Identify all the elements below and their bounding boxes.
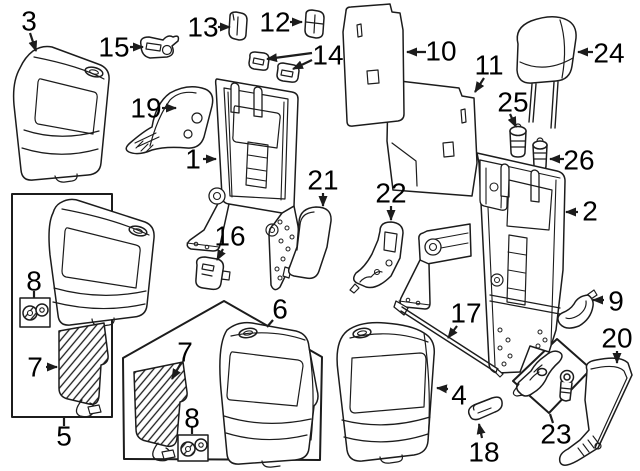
- release-cable-bracket: [139, 35, 180, 59]
- callout-trim-cap-left[interactable]: 13: [187, 12, 231, 43]
- callout-leader: [447, 325, 458, 339]
- callout-support-rod[interactable]: 17: [447, 298, 482, 339]
- heater-pad-right: [133, 361, 188, 462]
- callout-leader: [28, 32, 38, 52]
- group-box-23: [512, 338, 592, 414]
- callout-label-1[interactable]: 1: [185, 144, 201, 175]
- callout-hinge-cover-right[interactable]: 20: [601, 323, 633, 364]
- trim-cap-right: [304, 9, 325, 39]
- callout-label-6[interactable]: 6: [272, 294, 288, 325]
- hinge-cover-right: [558, 357, 633, 466]
- callout-headrest[interactable]: 24: [577, 38, 625, 69]
- retaining-hook: [557, 289, 598, 329]
- callout-label-26[interactable]: 26: [563, 145, 594, 176]
- seat-back-pad-lower-right: [336, 321, 436, 464]
- latch-handle: [467, 396, 503, 421]
- callout-seat-back-pad-lower-right[interactable]: 4: [436, 380, 467, 411]
- group-23-outline: [512, 338, 592, 414]
- callout-label-17[interactable]: 17: [450, 298, 481, 329]
- heater-pad-left: [58, 322, 109, 418]
- callout-label-3[interactable]: 3: [21, 6, 37, 37]
- callout-label-8[interactable]: 8: [184, 403, 200, 434]
- callout-release-cable-bracket[interactable]: 15: [98, 32, 144, 63]
- callout-label-5[interactable]: 5: [56, 421, 72, 452]
- grommet-set-right: [177, 434, 209, 462]
- callout-label-10[interactable]: 10: [425, 36, 456, 67]
- callout-headrest-guide-lock[interactable]: 26: [549, 145, 595, 176]
- callout-trim-cap-pair[interactable]: 14: [266, 40, 344, 71]
- callout-leader: [548, 413, 555, 424]
- callout-label-22[interactable]: 22: [375, 178, 406, 209]
- callout-hinge-cover-left[interactable]: 21: [307, 165, 339, 207]
- callout-leader: [266, 319, 274, 328]
- seat-back-pad-upper-left: [12, 45, 110, 183]
- callout-label-14[interactable]: 14: [312, 40, 343, 71]
- pivot-bracket-right: [349, 221, 404, 294]
- callout-mount-bracket-kit-group[interactable]: 23: [540, 413, 572, 450]
- callout-heater-pad-left[interactable]: 7: [27, 352, 58, 383]
- callout-label-20[interactable]: 20: [601, 323, 632, 354]
- callout-pivot-bracket-right[interactable]: 22: [375, 178, 407, 221]
- callout-headrest-guide[interactable]: 25: [497, 87, 529, 128]
- hinge-cover-left: [282, 206, 332, 280]
- callout-seat-back-frame-right[interactable]: 2: [565, 196, 598, 227]
- callout-label-24[interactable]: 24: [593, 38, 624, 69]
- callout-back-panel-left[interactable]: 10: [406, 36, 457, 67]
- callout-seat-back-pad-upper-left[interactable]: 3: [21, 6, 38, 52]
- pivot-bracket-left: [125, 86, 214, 155]
- callout-back-panel-right[interactable]: 11: [474, 50, 504, 93]
- seat-back-pad-left-group: [48, 198, 155, 327]
- callout-leader: [216, 248, 226, 261]
- headrest: [516, 16, 577, 129]
- latch-handle-bezel: [195, 256, 231, 291]
- callout-latch-handle[interactable]: 18: [468, 423, 500, 468]
- callout-seat-back-frame-left[interactable]: 1: [185, 144, 217, 175]
- callout-latch-handle-bezel[interactable]: 16: [214, 221, 246, 261]
- callout-label-23[interactable]: 23: [540, 419, 571, 450]
- mount-bracket: [512, 350, 563, 397]
- callout-heater-pad-right[interactable]: 7: [171, 337, 193, 380]
- callout-leader: [476, 423, 486, 439]
- callout-label-21[interactable]: 21: [307, 165, 338, 196]
- callout-label-9[interactable]: 9: [608, 286, 624, 317]
- grommet-set-left: [19, 297, 51, 328]
- callout-leader: [507, 113, 517, 128]
- callout-pivot-bracket-left[interactable]: 19: [130, 93, 177, 124]
- callout-leader: [436, 384, 449, 394]
- callout-leader: [292, 59, 313, 70]
- callout-label-2[interactable]: 2: [582, 196, 598, 227]
- callout-label-19[interactable]: 19: [130, 93, 161, 124]
- callout-grommet-set-left[interactable]: 8: [26, 266, 42, 299]
- seat-back-frame-left: [186, 78, 300, 291]
- seat-back-frame-right: [398, 152, 566, 374]
- trim-cap-left: [228, 11, 248, 41]
- back-panel-left: [342, 3, 405, 127]
- callout-label-8[interactable]: 8: [26, 266, 42, 297]
- callout-label-4[interactable]: 4: [451, 380, 467, 411]
- callout-label-7[interactable]: 7: [27, 352, 43, 383]
- callout-leader: [474, 77, 485, 93]
- callout-grommet-set-right[interactable]: 8: [184, 403, 200, 435]
- mount-bolt: [559, 369, 575, 402]
- callout-label-16[interactable]: 16: [214, 221, 245, 252]
- callout-leader: [266, 51, 313, 63]
- callout-label-25[interactable]: 25: [497, 87, 528, 118]
- callout-label-11[interactable]: 11: [474, 50, 503, 81]
- callout-retaining-hook[interactable]: 9: [592, 286, 624, 317]
- headrest-guide: [509, 123, 527, 158]
- callout-trim-cap-right[interactable]: 12: [259, 7, 303, 38]
- callout-seat-back-assembly-left-group[interactable]: 5: [56, 418, 72, 452]
- callout-label-7[interactable]: 7: [177, 337, 193, 368]
- callout-label-15[interactable]: 15: [98, 32, 129, 63]
- callout-label-12[interactable]: 12: [259, 7, 290, 38]
- seat-back-pad-right-group: [219, 321, 319, 468]
- callout-label-18[interactable]: 18: [468, 437, 499, 468]
- callout-leader: [171, 362, 182, 380]
- callout-seat-back-assembly-right-group[interactable]: 6: [266, 294, 288, 328]
- callout-label-13[interactable]: 13: [187, 12, 218, 43]
